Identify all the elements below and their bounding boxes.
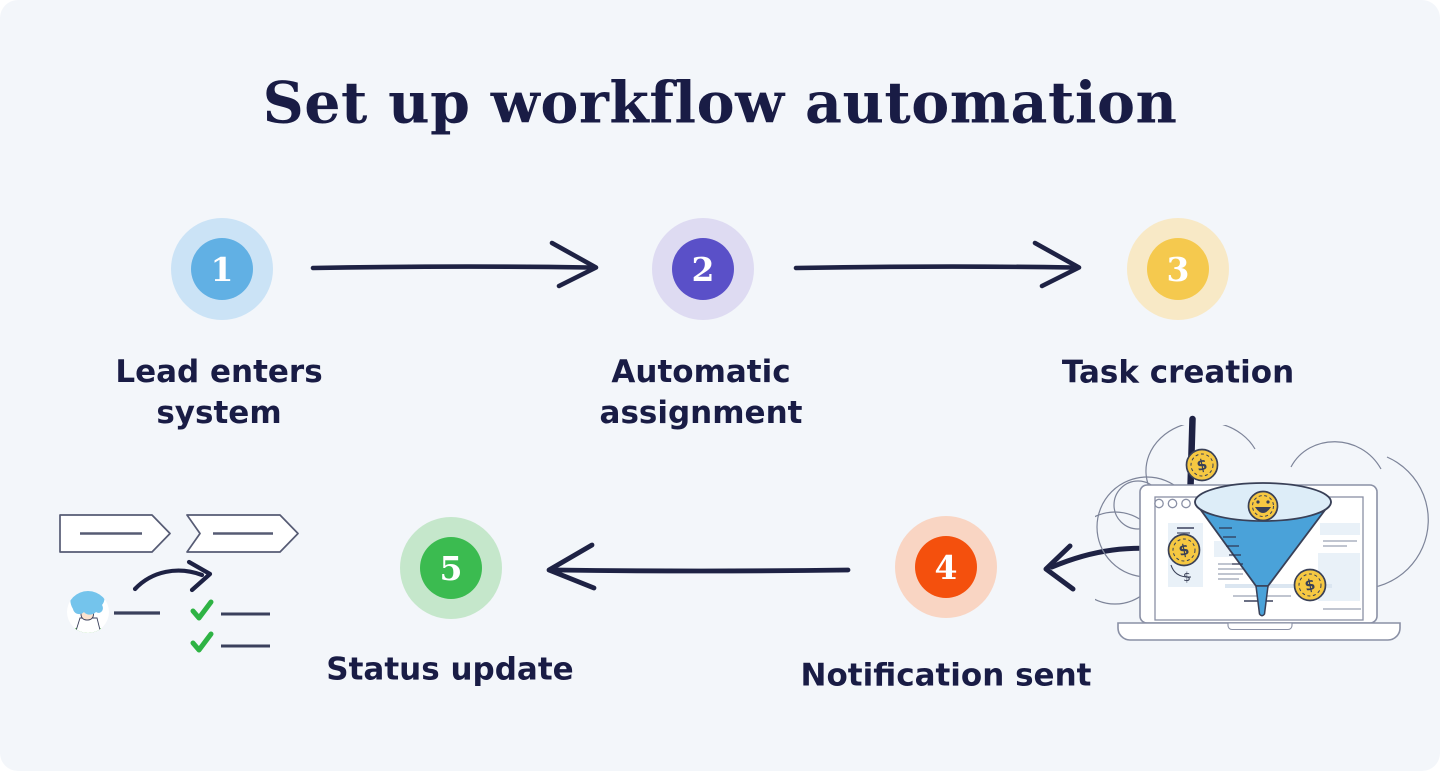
step-2-circle: 2 (672, 238, 734, 300)
step-1-circle: 1 (191, 238, 253, 300)
smiley-coin-icon (1247, 490, 1279, 522)
step-3-circle: 3 (1147, 238, 1209, 300)
step-1-number: 1 (210, 249, 234, 289)
step-5-circle: 5 (420, 537, 482, 599)
step-2-number: 2 (691, 249, 715, 289)
laptop-icon (1117, 484, 1401, 641)
funnel-icon (1194, 482, 1332, 617)
workflow-checklist-illustration (59, 514, 299, 653)
step-4-number: 4 (934, 547, 958, 587)
svg-text:$: $ (1195, 455, 1209, 475)
avatar (67, 591, 109, 633)
checkmark-icon (190, 599, 214, 621)
svg-text:$: $ (1177, 540, 1191, 560)
step-4-badge: 4 (895, 516, 997, 618)
curved-arrow-icon (132, 559, 213, 593)
checkmark-icon (190, 631, 214, 653)
step-4-label: Notification sent (800, 657, 1092, 694)
coin-icon: $ (1185, 448, 1219, 482)
step-2-label: Automatic assignment (599, 353, 803, 431)
coin-icon: $ $ (1167, 533, 1201, 584)
step-3-label: Task creation (1061, 354, 1295, 391)
step-3-number: 3 (1166, 249, 1190, 289)
swirl-lines (1095, 425, 1429, 605)
chevron-banner (59, 514, 171, 553)
arrow-laptop-to-step4 (1043, 543, 1188, 592)
arrow-step2-to-step3 (793, 240, 1082, 289)
step-4-circle: 4 (915, 536, 977, 598)
checklist-item (190, 631, 270, 653)
arrow-step4-to-step5 (546, 542, 851, 591)
step-1-label: Lead enters system (115, 353, 323, 431)
step-5-number: 5 (439, 548, 463, 588)
arrow-step1-to-step2 (310, 240, 599, 289)
browser-content (1168, 523, 1361, 610)
step-5-label: Status update (326, 651, 574, 688)
step-2-badge: 2 (652, 218, 754, 320)
coin-icon: $ (1293, 568, 1327, 602)
svg-text:$: $ (1303, 575, 1317, 595)
funnel-laptop-illustration: $ $ $ $ (1095, 425, 1429, 641)
arrow-step3-down (1187, 415, 1196, 491)
step-1-badge: 1 (171, 218, 273, 320)
svg-text:$: $ (1183, 570, 1191, 584)
chevron-banner (186, 514, 299, 553)
step-5-badge: 5 (400, 517, 502, 619)
page-title: Set up workflow automation (262, 69, 1178, 137)
checklist-item (190, 599, 270, 621)
step-3-badge: 3 (1127, 218, 1229, 320)
